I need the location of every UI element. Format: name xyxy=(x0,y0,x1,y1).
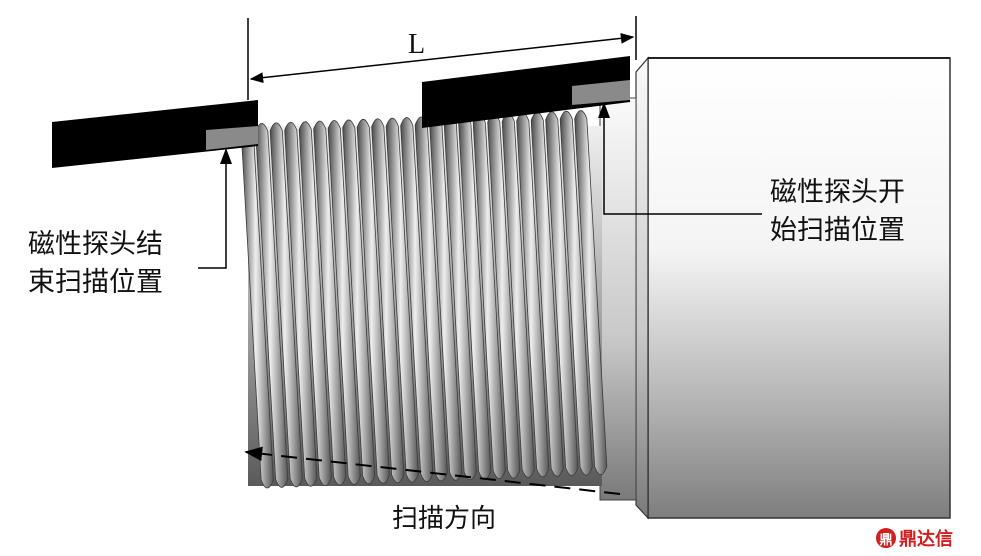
thread-turn xyxy=(327,120,361,485)
end-position-label: 磁性探头结 束扫描位置 xyxy=(28,226,163,302)
thread-turn xyxy=(414,116,448,482)
leader-end-arrowhead xyxy=(220,148,232,164)
thread-turn xyxy=(559,110,593,476)
shaft xyxy=(635,56,951,520)
probe-end-body xyxy=(52,100,258,168)
thread-turn xyxy=(255,123,289,488)
leader-end xyxy=(198,158,227,269)
end-position-label-line2: 束扫描位置 xyxy=(28,267,163,298)
thread-turn xyxy=(313,120,347,486)
thread-turn xyxy=(284,121,318,487)
thread-turn xyxy=(371,118,405,484)
thread-turn xyxy=(269,122,303,488)
leader-start xyxy=(603,112,762,215)
threaded-section xyxy=(240,110,608,489)
watermark-mark: 鼎 xyxy=(876,528,896,548)
thread-turns xyxy=(240,110,608,489)
watermark-text: 鼎达信 xyxy=(899,529,953,550)
start-position-label: 磁性探头开 始扫描位置 xyxy=(770,174,905,250)
thread-turn xyxy=(385,117,419,483)
shaft-body xyxy=(647,57,951,519)
probe-start-sensor xyxy=(572,80,630,105)
shaft-shoulder xyxy=(635,56,649,520)
watermark-logo: 鼎 鼎达信 xyxy=(876,525,953,551)
end-position-label-line1: 磁性探头结 xyxy=(28,229,163,260)
dimension-L xyxy=(247,16,637,100)
thread-turn xyxy=(574,110,608,475)
start-position-label-line1: 磁性探头开 xyxy=(770,177,905,208)
thread-turn xyxy=(342,119,376,485)
start-position-label-line2: 始扫描位置 xyxy=(770,215,905,246)
leader-start-arrowhead xyxy=(598,102,610,118)
thread-turn xyxy=(298,121,332,487)
scan-direction-arrow xyxy=(244,446,621,495)
dimension-label: L xyxy=(408,29,426,60)
probe-end-sensor xyxy=(206,126,258,150)
probe-end-position xyxy=(52,100,258,168)
scan-direction-label: 扫描方向 xyxy=(392,504,497,534)
thread-turn xyxy=(356,118,390,484)
thread-turn xyxy=(545,111,579,477)
dimension-arrow xyxy=(249,32,635,84)
